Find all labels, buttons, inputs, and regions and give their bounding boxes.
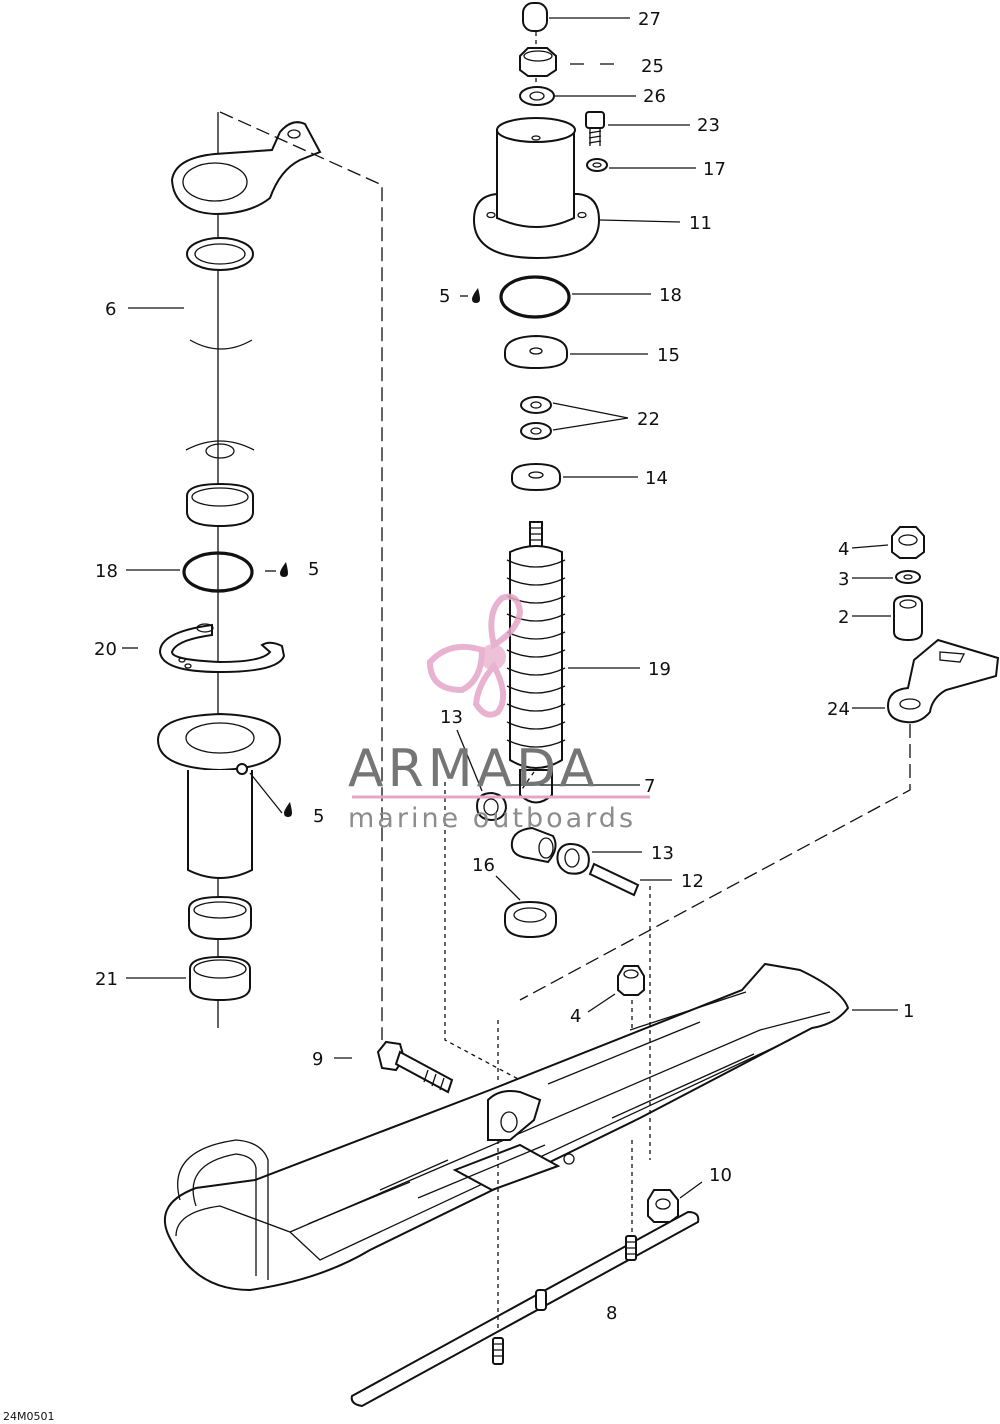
- bracket-part-24: [886, 638, 1000, 724]
- bushing-part-21: [189, 955, 251, 1002]
- callout-11: 11: [689, 213, 712, 234]
- washer-part-17: [586, 158, 608, 172]
- callout-5-top: 5: [439, 286, 450, 307]
- leader-lines: [122, 17, 898, 1199]
- callout-27: 27: [638, 9, 661, 30]
- callout-18-top: 18: [659, 285, 682, 306]
- callout-numbers: 27 25 26 23 17 11 5 18 15 22 14 6 18 5 2…: [94, 9, 914, 1324]
- bushing-part-13-upper: [475, 791, 508, 822]
- callout-22: 22: [637, 409, 660, 430]
- callout-23: 23: [697, 115, 720, 136]
- propeller-logo-icon: [426, 593, 524, 718]
- bracket-top-left: [170, 121, 322, 216]
- washer-part-16: [504, 900, 557, 939]
- callout-10: 10: [709, 1165, 732, 1186]
- callout-4-ski: 4: [570, 1006, 581, 1027]
- lube-drop-icon: [472, 288, 480, 303]
- watermark-brand: ARMADA: [348, 739, 599, 799]
- cap-part-27: [522, 2, 548, 32]
- ski-part-1: [163, 962, 850, 1292]
- spacer-part-2: [893, 594, 923, 642]
- retaining-ring-part-20: [158, 623, 286, 674]
- lube-drop-icon: [284, 802, 292, 817]
- spacer-part-7: [510, 826, 557, 864]
- callout-12: 12: [681, 871, 704, 892]
- callout-9: 9: [312, 1049, 323, 1070]
- callout-26: 26: [643, 86, 666, 107]
- callout-18-left: 18: [95, 561, 118, 582]
- nut-part-25: [519, 47, 557, 77]
- bolt-part-9: [376, 1040, 454, 1094]
- callout-5-sleeve: 5: [313, 806, 324, 827]
- washer-part-3: [895, 570, 921, 584]
- screw-part-23: [585, 111, 605, 146]
- callout-16: 16: [472, 855, 495, 876]
- bushing-part-13-lower: [556, 843, 590, 875]
- plate-part-15: [504, 334, 568, 370]
- bearing-bottom: [188, 895, 252, 941]
- nut-part-4-ski: [617, 965, 645, 996]
- bearing-lower: [186, 482, 254, 528]
- assembly-lines: [219, 32, 911, 1330]
- callout-2: 2: [838, 607, 849, 628]
- callout-14: 14: [645, 468, 668, 489]
- callout-3: 3: [838, 569, 849, 590]
- callout-13-upper: 13: [440, 707, 463, 728]
- callout-1: 1: [903, 1001, 914, 1022]
- callout-13-lower: 13: [651, 843, 674, 864]
- drawing-code: 24M0501: [3, 1410, 54, 1423]
- lube-drop-icon: [280, 562, 288, 577]
- pin-part-12: [588, 862, 640, 897]
- shock-absorber-part-19: [506, 521, 566, 804]
- callout-7: 7: [644, 776, 655, 797]
- washer-part-14: [511, 462, 561, 492]
- tube-part-6: [185, 339, 255, 459]
- nut-part-4-top: [891, 526, 925, 559]
- o-ring-part-18-top: [499, 275, 571, 319]
- callout-24: 24: [827, 699, 850, 720]
- callout-25: 25: [641, 56, 664, 77]
- watermark-tagline: marine outboards: [348, 803, 636, 834]
- callout-20: 20: [94, 639, 117, 660]
- washer-part-26: [519, 86, 555, 106]
- callout-15: 15: [657, 345, 680, 366]
- nut-part-10: [647, 1189, 679, 1223]
- o-ring-part-18-left: [182, 551, 254, 593]
- washers-part-22: [520, 396, 552, 440]
- sleeve-housing: [156, 712, 282, 879]
- callout-17: 17: [703, 159, 726, 180]
- bearing-upper: [186, 237, 254, 271]
- callout-4-top: 4: [838, 539, 849, 560]
- callout-19: 19: [648, 659, 671, 680]
- watermark: ARMADA marine outboards: [348, 593, 650, 834]
- callout-8: 8: [606, 1303, 617, 1324]
- housing-part-11: [472, 117, 601, 260]
- runner-part-8: [350, 1210, 700, 1408]
- callout-6: 6: [105, 299, 116, 320]
- callout-5-left: 5: [308, 559, 319, 580]
- callout-21: 21: [95, 969, 118, 990]
